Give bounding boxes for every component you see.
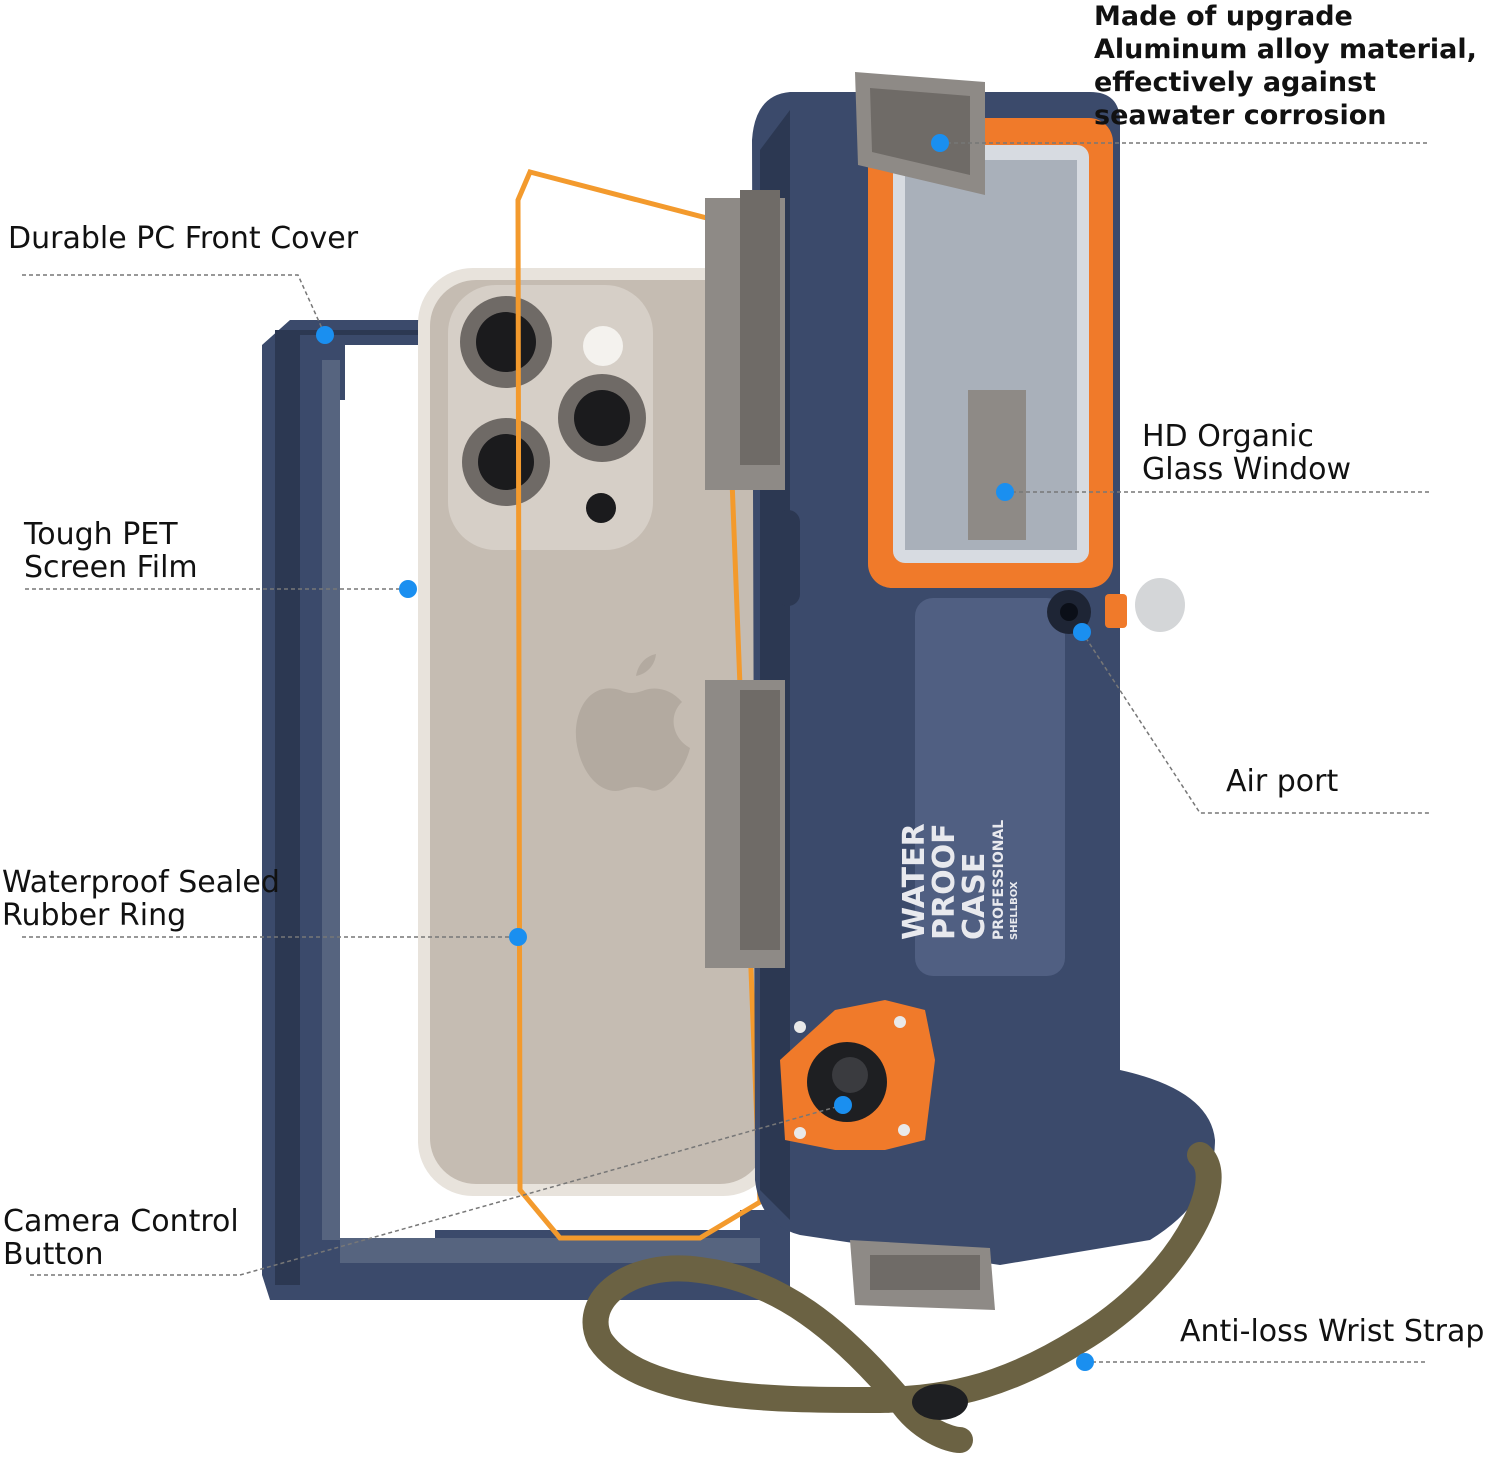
callout-line: Waterproof Sealed <box>2 865 280 900</box>
callout-line: Made of upgrade <box>1094 1 1353 32</box>
metal-clips <box>705 72 995 1310</box>
dot-screen-film <box>399 580 417 598</box>
callout-line: Screen Film <box>24 550 198 585</box>
callout-dots <box>316 134 1094 1371</box>
badge-line3: CASE <box>957 852 992 940</box>
dot-air-port <box>1073 623 1091 641</box>
callout-line: seawater corrosion <box>1094 100 1387 131</box>
callout-line: Glass Window <box>1142 452 1352 487</box>
callout-glass-window: HD Organic Glass Window <box>1142 420 1351 486</box>
dot-front-cover <box>316 326 334 344</box>
dot-wrist-strap <box>1076 1353 1094 1371</box>
callout-line: Durable PC Front Cover <box>8 221 359 256</box>
callout-line: Tough PET <box>24 517 178 552</box>
phone <box>418 268 778 1196</box>
callout-wrist-strap: Anti-loss Wrist Strap <box>1180 1315 1484 1348</box>
callout-line: HD Organic <box>1142 419 1314 454</box>
strap-stopper-icon <box>912 1384 968 1420</box>
dot-rubber-ring <box>509 928 527 946</box>
callout-lines <box>22 142 1430 1363</box>
callout-front-cover: Durable PC Front Cover <box>8 222 358 255</box>
badge-line1: WATER <box>897 823 932 940</box>
callout-screen-film: Tough PET Screen Film <box>24 518 198 584</box>
wrist-strap <box>582 1142 1222 1453</box>
callout-line: Air port <box>1226 764 1339 799</box>
badge-brand: SHELLBOX <box>1009 881 1020 940</box>
badge-line4: PROFESSIONAL <box>991 819 1007 940</box>
case-badge: WATER PROOF CASE PROFESSIONAL SHELLBOX <box>897 760 1022 940</box>
callout-line: Camera Control <box>3 1204 239 1239</box>
callout-camera-button: Camera Control Button <box>3 1205 239 1271</box>
dot-aluminum <box>931 134 949 152</box>
callout-aluminum: Made of upgrade Aluminum alloy material,… <box>1094 0 1477 132</box>
callout-line: Button <box>3 1237 104 1272</box>
dot-glass-window <box>996 483 1014 501</box>
case-body <box>752 92 1215 1265</box>
callout-line: effectively against <box>1094 67 1377 98</box>
callout-air-port: Air port <box>1226 765 1338 798</box>
badge-line2: PROOF <box>927 823 962 940</box>
callout-line: Anti-loss Wrist Strap <box>1180 1314 1485 1349</box>
callout-line: Aluminum alloy material, <box>1094 34 1477 65</box>
callout-line: Rubber Ring <box>2 898 187 933</box>
callout-rubber-ring: Waterproof Sealed Rubber Ring <box>2 866 280 932</box>
dot-camera-button <box>834 1096 852 1114</box>
